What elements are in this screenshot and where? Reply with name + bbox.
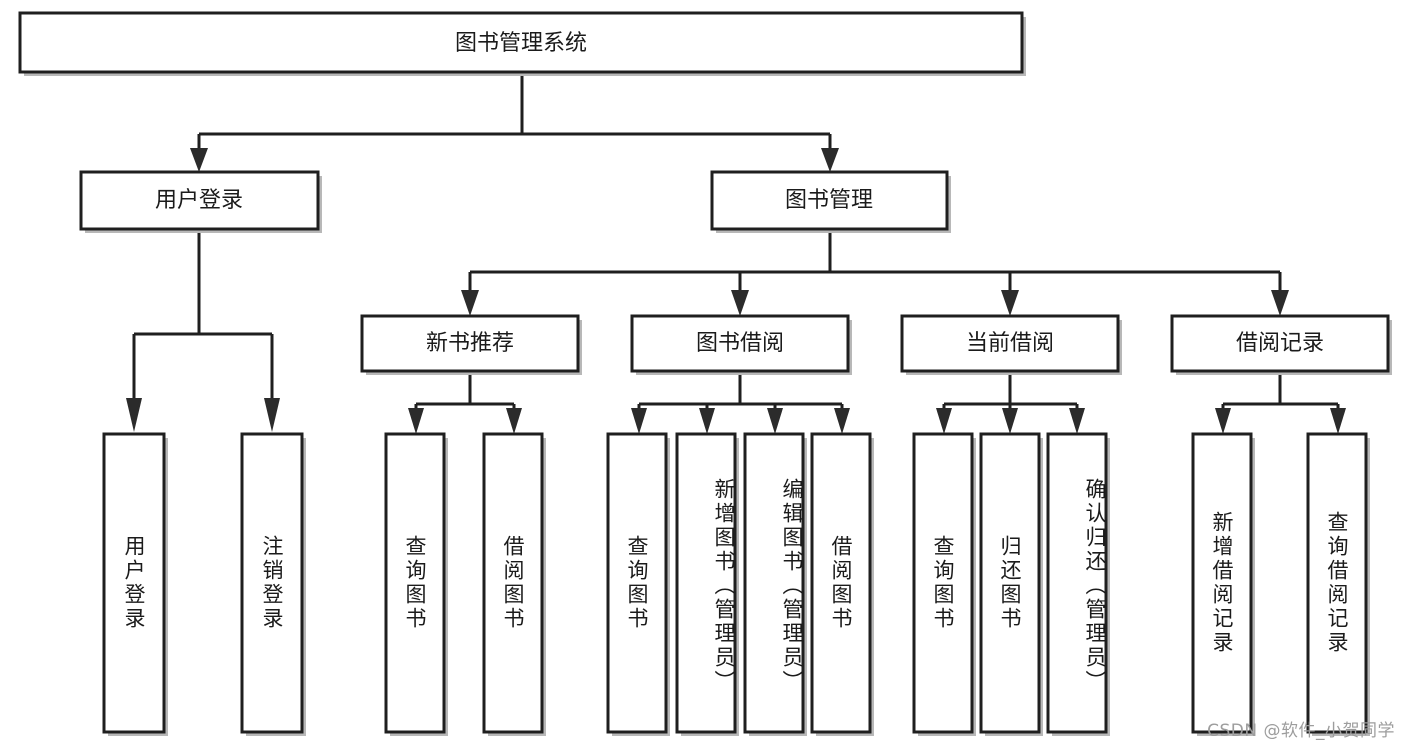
leaf-add-record-box <box>1191 432 1253 734</box>
arrowhead-current-borrow <box>1001 290 1019 316</box>
user-login-box <box>79 170 320 231</box>
arrowhead-leaf-confirm-return <box>1069 408 1085 434</box>
arrowhead-leaf-query-book-3 <box>936 408 952 434</box>
leaf-query-book-2-box <box>606 432 668 734</box>
node-leaf-query-book-2[interactable] <box>606 432 670 736</box>
connector-layer <box>126 76 1346 434</box>
node-leaf-borrow-book-1[interactable] <box>482 432 546 736</box>
csdn-watermark: CSDN @软件_小贺同学 <box>1207 721 1395 741</box>
node-leaf-return-book[interactable] <box>979 432 1043 736</box>
arrowhead-leaf-query-book-2 <box>631 408 647 434</box>
node-leaf-add-record[interactable] <box>1191 432 1255 736</box>
leaf-query-book-1-box <box>384 432 446 734</box>
borrow-record-label: 借阅记录 <box>1236 331 1324 356</box>
node-leaf-confirm-return[interactable] <box>1046 432 1110 736</box>
user-login-label: 用户登录 <box>155 188 243 213</box>
leaf-borrow-book-1-box <box>482 432 544 734</box>
leaf-query-record-box <box>1306 432 1368 734</box>
leaf-add-book-box <box>675 432 737 734</box>
node-root[interactable]: 图书管理系统 <box>18 11 1026 76</box>
arrowhead-book-borrow <box>731 290 749 316</box>
node-current-borrow[interactable]: 当前借阅 <box>900 314 1122 375</box>
arrowhead-leaf-borrow-book-1 <box>506 408 522 434</box>
arrowhead-leaf-user-login <box>126 398 142 432</box>
book-manage-box <box>710 170 949 231</box>
book-manage-label: 图书管理 <box>785 188 873 213</box>
arrowhead-new-book-recommend <box>461 290 479 316</box>
arrowhead-leaf-return-book <box>1002 408 1018 434</box>
arrowhead-leaf-borrow-book-2 <box>834 408 850 434</box>
node-user-login[interactable]: 用户登录 <box>79 170 322 233</box>
node-leaf-user-login[interactable] <box>102 432 168 736</box>
arrowhead-user-login <box>190 148 208 172</box>
new-book-recommend-label: 新书推荐 <box>426 331 514 356</box>
borrow-record-box <box>1170 314 1390 373</box>
new-book-recommend-box <box>360 314 580 373</box>
book-borrow-label: 图书借阅 <box>696 331 784 356</box>
node-leaf-query-record[interactable] <box>1306 432 1370 736</box>
node-borrow-record[interactable]: 借阅记录 <box>1170 314 1392 375</box>
node-new-book-recommend[interactable]: 新书推荐 <box>360 314 582 375</box>
node-leaf-add-book[interactable] <box>675 432 739 736</box>
node-leaf-query-book-1[interactable] <box>384 432 448 736</box>
leaf-return-book-box <box>979 432 1041 734</box>
leaf-confirm-return-box <box>1046 432 1108 734</box>
node-leaf-query-book-3[interactable] <box>912 432 976 736</box>
arrowhead-leaf-edit-book <box>767 408 783 434</box>
arrowhead-leaf-add-book <box>699 408 715 434</box>
leaf-logout-box <box>240 432 304 734</box>
leaf-query-book-3-box <box>912 432 974 734</box>
arrowhead-leaf-query-book-1 <box>408 408 424 434</box>
arrowhead-book-manage <box>821 148 839 172</box>
root-box <box>18 11 1024 74</box>
root-label: 图书管理系统 <box>455 31 587 56</box>
leaf-user-login-box <box>102 432 166 734</box>
arrowhead-leaf-query-record <box>1330 408 1346 434</box>
arrowhead-borrow-record <box>1271 290 1289 316</box>
book-borrow-box <box>630 314 850 373</box>
current-borrow-box <box>900 314 1120 373</box>
leaf-edit-book-box <box>743 432 805 734</box>
node-book-manage[interactable]: 图书管理 <box>710 170 951 233</box>
leaf-borrow-book-2-box <box>810 432 872 734</box>
arrowhead-leaf-add-record <box>1215 408 1231 434</box>
arrowhead-leaf-logout <box>264 398 280 432</box>
node-leaf-logout[interactable] <box>240 432 306 736</box>
node-book-borrow[interactable]: 图书借阅 <box>630 314 852 375</box>
current-borrow-label: 当前借阅 <box>966 331 1054 356</box>
node-leaf-borrow-book-2[interactable] <box>810 432 874 736</box>
node-leaf-edit-book[interactable] <box>743 432 807 736</box>
